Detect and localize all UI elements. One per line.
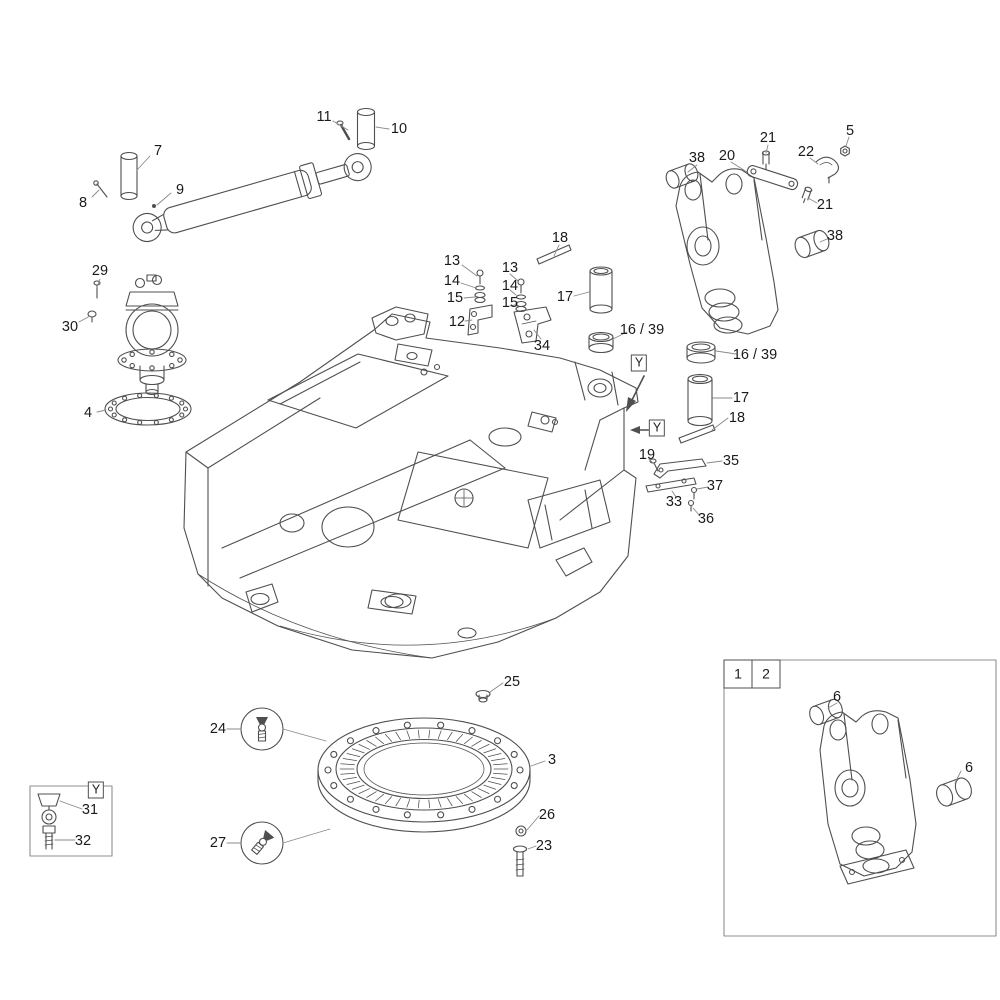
bushing-6-right: [936, 777, 972, 807]
pin-18-right: [678, 424, 716, 444]
callout-34: 34: [533, 338, 551, 354]
screw-21-bottom: [801, 186, 813, 204]
callout-y: Y: [648, 419, 666, 437]
grease-point-dot: [152, 204, 156, 208]
callout-24: 24: [209, 721, 227, 737]
bracket-12: [467, 304, 493, 336]
lever-35: [653, 458, 707, 479]
callout-15: 15: [501, 295, 519, 311]
grease-detail-24: [240, 707, 284, 751]
plug-30: [87, 310, 97, 323]
screw-8: [93, 180, 108, 198]
callout-17: 17: [732, 390, 750, 406]
callout-8: 8: [78, 195, 88, 211]
callout-22: 22: [797, 144, 815, 160]
bolt-23: [512, 845, 528, 877]
callout-15: 15: [446, 290, 464, 306]
callout-26: 26: [538, 807, 556, 823]
screw-set-left: [474, 269, 486, 304]
callout-38: 38: [826, 228, 844, 244]
callout-9: 9: [175, 182, 185, 198]
plate-33: [645, 477, 697, 493]
callout-14: 14: [443, 273, 461, 289]
view-arrow-1: [626, 375, 645, 412]
screw-37: [690, 486, 698, 500]
callout-y: Y: [630, 354, 648, 372]
link-20: [746, 165, 799, 191]
callout-18: 18: [728, 410, 746, 426]
callout-12: 12: [448, 314, 466, 330]
callout-5: 5: [845, 123, 855, 139]
screw-21-top: [761, 150, 771, 170]
callout-16-39: 16 / 39: [619, 322, 665, 338]
screw-set-right: [515, 278, 527, 313]
callout-6: 6: [964, 760, 974, 776]
callout-16-39: 16 / 39: [732, 347, 778, 363]
clamp-22: [815, 156, 840, 184]
callout-y: Y: [87, 781, 105, 799]
callout-2: 2: [751, 659, 781, 689]
ring-16-39-left: [588, 331, 614, 354]
callout-19: 19: [638, 447, 656, 463]
bracket-inset: [723, 659, 997, 937]
gasket-4: [104, 392, 192, 426]
callout-30: 30: [61, 319, 79, 335]
grease-fitting-inset: [29, 785, 113, 857]
hydraulic-cylinder: [132, 153, 372, 243]
callout-20: 20: [718, 148, 736, 164]
leader-lines: [54, 120, 962, 850]
callout-6: 6: [832, 689, 842, 705]
callout-10: 10: [390, 121, 408, 137]
pin-7: [120, 151, 138, 201]
callout-17: 17: [556, 289, 574, 305]
swing-motor: [117, 274, 187, 396]
plug-25: [475, 689, 491, 703]
callout-23: 23: [535, 838, 553, 854]
bracket-34: [513, 306, 552, 344]
callout-31: 31: [81, 802, 99, 818]
grease-detail-27-circle: [240, 821, 284, 865]
callout-11: 11: [316, 109, 332, 125]
pin-10: [356, 107, 376, 151]
callout-7: 7: [153, 143, 163, 159]
callout-18: 18: [551, 230, 569, 246]
grease-detail-27: [251, 829, 275, 855]
bushing-17-left: [589, 266, 613, 314]
pin-18-left: [536, 244, 572, 265]
callout-13: 13: [501, 260, 519, 276]
screw-36: [687, 499, 695, 512]
main-frame: [183, 306, 639, 659]
callout-36: 36: [697, 511, 715, 527]
boom-bracket: [675, 168, 779, 335]
washer-26: [515, 825, 527, 837]
slew-ring: [317, 717, 531, 833]
callout-35: 35: [722, 453, 740, 469]
callout-38: 38: [688, 150, 706, 166]
callout-33: 33: [665, 494, 683, 510]
callout-27: 27: [209, 835, 227, 851]
screw-29: [93, 280, 101, 299]
callout-32: 32: [74, 833, 92, 849]
callout-29: 29: [91, 263, 109, 279]
view-arrow-2: [630, 426, 650, 434]
callout-14: 14: [501, 278, 519, 294]
bushing-38-right: [794, 229, 830, 259]
ring-16-39-right: [686, 341, 716, 364]
callout-25: 25: [503, 674, 521, 690]
bushing-6-top: [809, 698, 843, 726]
callout-3: 3: [547, 752, 557, 768]
callout-4: 4: [83, 405, 93, 421]
callout-13: 13: [443, 253, 461, 269]
callout-1: 1: [723, 659, 753, 689]
callout-21: 21: [759, 130, 777, 146]
bushing-38-left: [665, 163, 699, 189]
bushing-17-right: [687, 373, 713, 427]
callout-37: 37: [706, 478, 724, 494]
nut-5: [840, 145, 850, 157]
callout-21: 21: [816, 197, 834, 213]
